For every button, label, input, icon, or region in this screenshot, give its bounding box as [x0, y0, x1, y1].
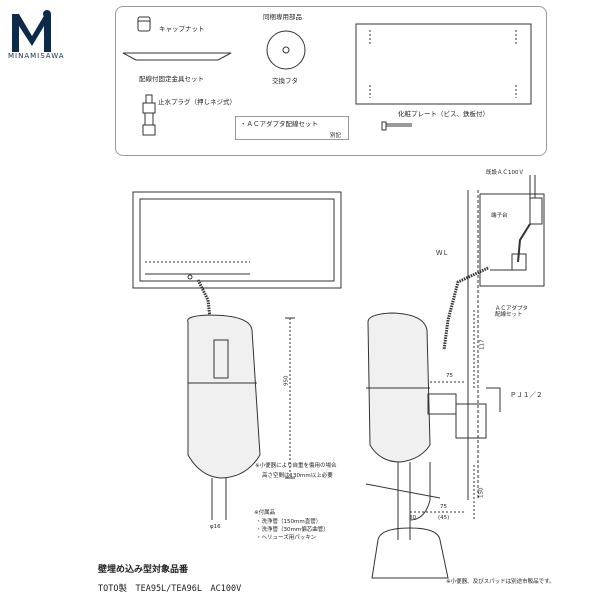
ac-adapter-box [235, 116, 349, 140]
front-cabinet [132, 191, 342, 289]
bracket-set-label: 配線付固定金具セット [139, 75, 204, 83]
existing-ac-label: 既設ＡＣ100Ｖ [486, 170, 524, 176]
footer-models: TOTO製 TEA95L/TEA96L AC100V [98, 584, 242, 594]
urinal-base [371, 527, 449, 579]
parts-box [115, 6, 547, 156]
junction-box [479, 193, 545, 287]
terminal-block-label: 端子台 [491, 213, 508, 219]
ac-adapter-set-label: ＡＣアダプタ 配線セット [495, 306, 529, 318]
plate-icon [355, 23, 532, 105]
bracket-icon [122, 52, 232, 61]
logo-mark-icon [12, 10, 51, 52]
front-unit [187, 314, 261, 479]
dim-45: (45) [438, 515, 450, 521]
lid-icon [266, 30, 306, 70]
brand-logo [6, 6, 86, 66]
dim-117: 117 [479, 339, 486, 351]
dim-phi16: φ16 [210, 524, 221, 530]
screw-icon [381, 121, 412, 131]
dim-30: 30 [409, 515, 416, 521]
footer-title: 壁埋め込み型対象品番 [98, 565, 189, 575]
accessory-3: ・ヘリューズ用パッキン [256, 535, 317, 541]
dim-75-bottom: 75 [440, 504, 447, 510]
dim-950: 950 [283, 375, 290, 387]
dedicated-parts-title: 同梱専用部品 [263, 13, 302, 21]
wl-label: ＷＬ [436, 249, 449, 257]
accessory-2: ・洗浄管（30mm偏芯曲管） [256, 527, 329, 533]
footnote: ※小便器、及びスパッドは別途市販品です。 [446, 579, 555, 585]
separate-note: 別記 [330, 133, 342, 139]
accessories-title: ※付属品 [254, 510, 276, 516]
pj-label: ＰＪ１／２ [510, 391, 543, 399]
replacement-lid-label: 交換フタ [272, 77, 298, 85]
note-height-2: 高さ空間は130mm以上必要 [262, 473, 333, 479]
note-height-1: ※小便器により自重を傷用の場合 [255, 463, 337, 469]
cap-nut-icon [137, 16, 151, 32]
cap-nut-label: キャップナット [159, 25, 205, 33]
ac-adapter-label: ・ＡＣアダプタ配線セット [240, 120, 318, 128]
logo-text: MINAMISAWA [8, 52, 65, 60]
accessory-1: ・洗浄管（150mm直管） [256, 519, 322, 525]
cosmetic-plate-label: 化粧プレート（ビス、鉄板付） [398, 110, 489, 118]
dim-75-top: 75 [446, 373, 453, 379]
stop-plug-label: 止水プラグ（押しネジ式） [158, 98, 236, 106]
stop-plug-icon [142, 94, 156, 136]
dim-150: 150 [478, 487, 485, 499]
